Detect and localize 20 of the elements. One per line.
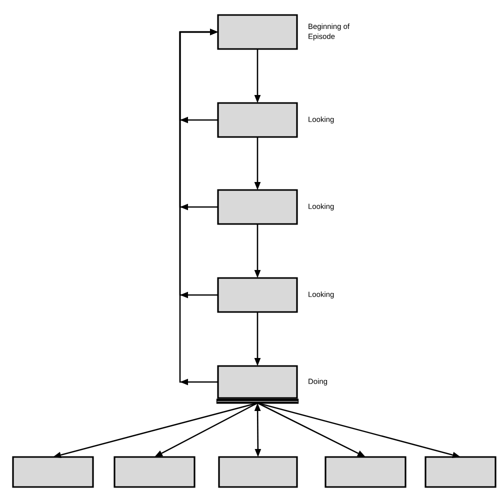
process-box bbox=[217, 102, 298, 138]
process-box bbox=[216, 365, 299, 404]
arrow bbox=[254, 403, 262, 457]
arrow bbox=[254, 49, 261, 103]
arrow bbox=[257, 402, 460, 458]
process-box bbox=[217, 277, 298, 313]
process-box bbox=[324, 456, 406, 488]
arrow bbox=[254, 312, 261, 366]
arrow bbox=[254, 137, 261, 190]
process-box bbox=[217, 189, 298, 225]
process-box bbox=[218, 456, 298, 488]
arrow bbox=[53, 402, 258, 458]
process-box bbox=[424, 456, 496, 488]
process-box bbox=[114, 456, 196, 488]
process-box bbox=[12, 456, 94, 488]
arrow bbox=[154, 402, 258, 457]
process-box bbox=[217, 14, 298, 50]
arrow bbox=[257, 402, 366, 457]
arrow bbox=[254, 224, 261, 278]
feedback-arrow bbox=[179, 28, 218, 386]
